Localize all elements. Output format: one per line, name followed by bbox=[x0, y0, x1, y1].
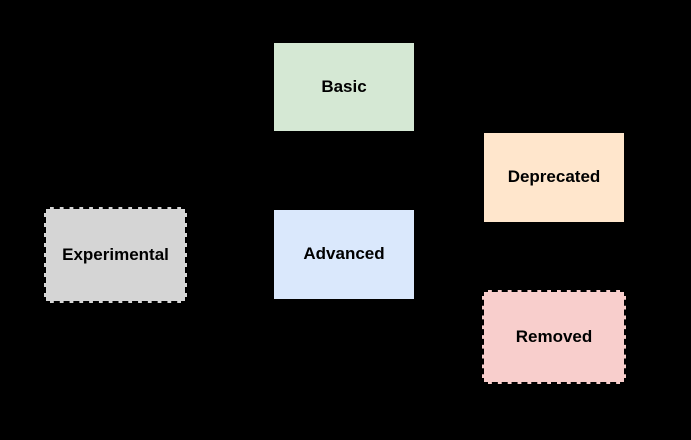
node-deprecated: Deprecated bbox=[483, 132, 625, 223]
node-basic: Basic bbox=[273, 42, 415, 132]
node-advanced: Advanced bbox=[273, 209, 415, 300]
node-experimental: Experimental bbox=[44, 207, 187, 303]
node-removed-label: Removed bbox=[515, 326, 593, 346]
node-deprecated-label: Deprecated bbox=[507, 167, 601, 187]
node-experimental-label: Experimental bbox=[62, 244, 169, 264]
node-basic-label: Basic bbox=[321, 76, 367, 96]
node-advanced-label: Advanced bbox=[303, 244, 385, 264]
node-removed: Removed bbox=[482, 290, 626, 384]
